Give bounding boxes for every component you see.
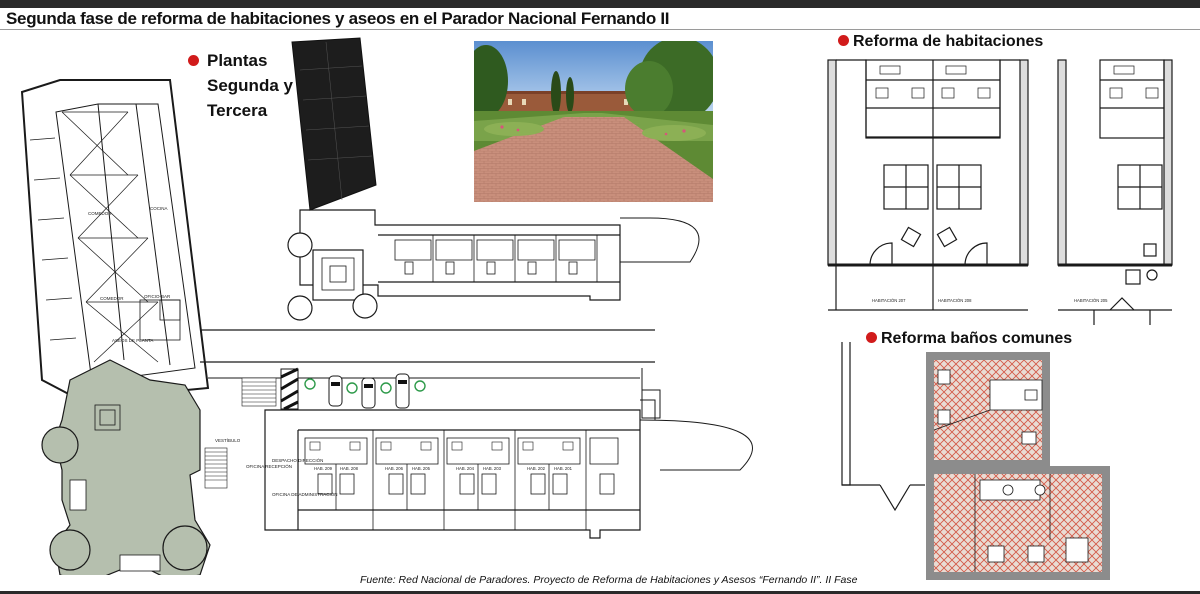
bullet-dot-icon xyxy=(866,332,877,344)
source-caption: Fuente: Red Nacional de Paradores. Proye… xyxy=(360,574,858,586)
label-cocina: COCINA xyxy=(150,206,168,211)
label-comedor: COMEDOR xyxy=(88,211,112,216)
hab-label: HAB. 209 xyxy=(314,466,333,471)
label-habitacion-205: HABITACIÓN 205 xyxy=(1074,298,1108,303)
bullet-dot-icon xyxy=(188,55,199,66)
room-reform-plan: HABITACIÓN 207 HABITACIÓN 208 HABITACIÓN… xyxy=(827,59,1173,325)
bathroom-reform-plan xyxy=(841,342,1110,580)
reforma-habitaciones-label: Reforma de habitaciones xyxy=(853,33,1044,50)
label-oficina-recepcion: OFICINA RECEPCIÓN xyxy=(246,463,292,469)
label-vestibulo: VESTÍBULO xyxy=(215,437,241,443)
plantas-heading: Plantas Segunda y Tercera xyxy=(188,48,293,123)
hab-label: HAB. 205 xyxy=(412,466,431,471)
title-divider xyxy=(0,29,1200,30)
hab-label: HAB. 208 xyxy=(340,466,359,471)
bullet-dot-icon xyxy=(838,35,849,47)
floor-plan-main: COCINA COMEDOR COMEDOR OFICIO-BAR ASEOS … xyxy=(20,37,753,575)
hab-label: HAB. 204 xyxy=(456,466,475,471)
hab-label: HAB. 202 xyxy=(527,466,546,471)
reforma-habitaciones-heading: Reforma de habitaciones xyxy=(838,33,1043,51)
top-bar xyxy=(0,0,1200,8)
plantas-line-2: Segunda y xyxy=(207,76,293,95)
reforma-banos-heading: Reforma baños comunes xyxy=(866,330,1072,348)
hab-label: HAB. 206 xyxy=(385,466,404,471)
reforma-banos-label: Reforma baños comunes xyxy=(881,330,1073,347)
garden-photo xyxy=(474,41,713,202)
label-despacho-direccion: DESPACHO DIRECCIÓN xyxy=(272,457,323,463)
label-oficio-bar: OFICIO-BAR xyxy=(144,294,171,299)
label-oficina-administracion: OFICINA DE ADMINISTRACIÓN xyxy=(272,491,338,497)
hab-label: HAB. 203 xyxy=(483,466,502,471)
page-title: Segunda fase de reforma de habitaciones … xyxy=(6,9,670,28)
label-habitacion-208: HABITACIÓN 208 xyxy=(938,298,972,303)
plantas-line-3: Tercera xyxy=(207,101,268,120)
hab-label: HAB. 201 xyxy=(554,466,573,471)
label-comedor-2: COMEDOR xyxy=(100,296,124,301)
label-habitacion-207: HABITACIÓN 207 xyxy=(872,298,906,303)
bottom-bar xyxy=(0,591,1200,594)
label-aseos-planta: ASEOS DE PLANTA xyxy=(112,338,153,343)
plantas-line-1: Plantas xyxy=(207,51,268,70)
